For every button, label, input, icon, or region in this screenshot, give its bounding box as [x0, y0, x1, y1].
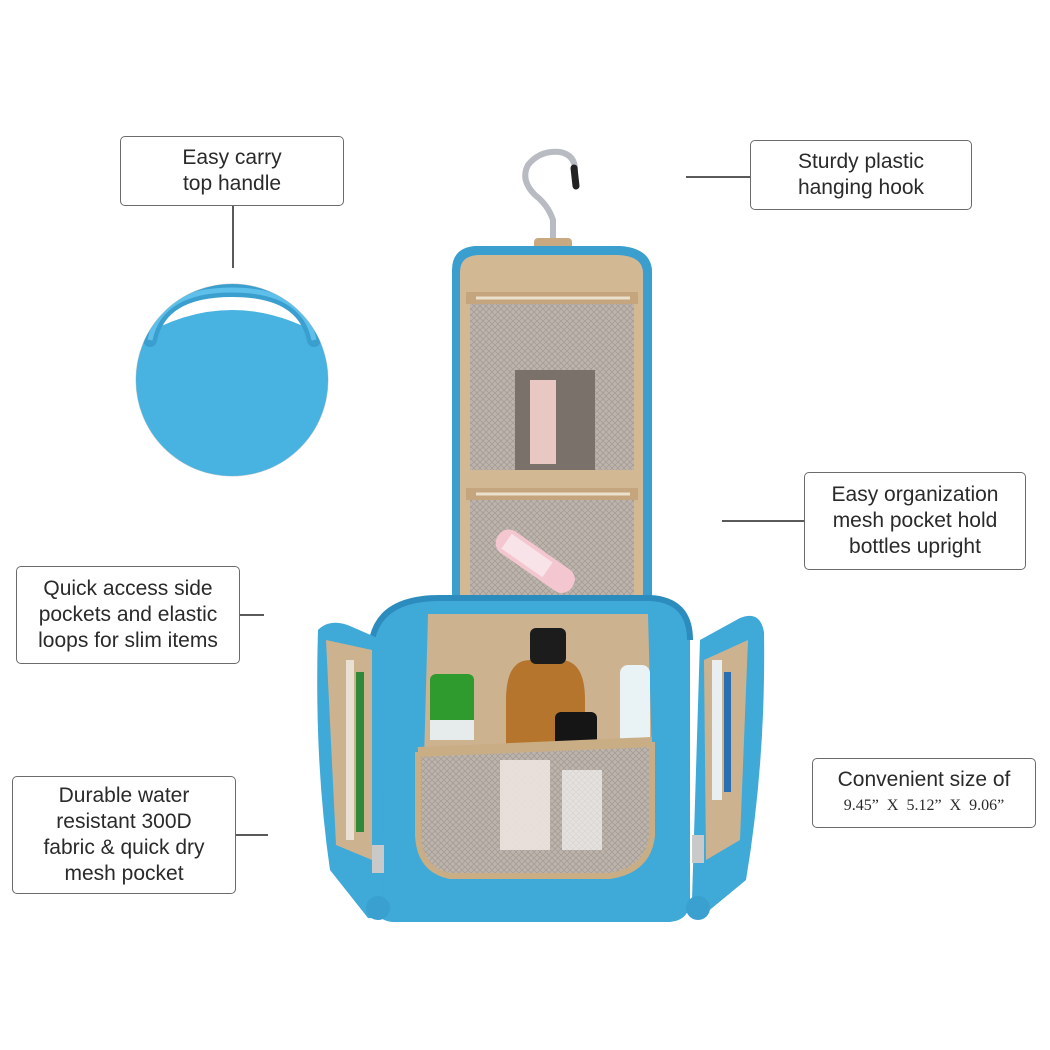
callout-easy-carry-handle: Easy carry top handle: [120, 136, 344, 206]
callout-text-line: mesh pocket hold: [832, 509, 998, 532]
leader-line-organization: [722, 520, 804, 522]
left-side-pocket: [317, 622, 390, 920]
size-dimensions: 9.45” X 5.12” X 9.06”: [843, 797, 1005, 814]
callout-side-pockets: Quick access side pockets and elastic lo…: [16, 566, 240, 664]
callout-text-line: top handle: [182, 172, 282, 195]
callout-text-line: resistant 300D: [56, 810, 192, 833]
callout-text-line: Convenient size of: [837, 768, 1011, 791]
callout-text-line: fabric & quick dry: [43, 836, 205, 859]
callout-text-line: bottles upright: [849, 535, 981, 558]
callout-text-line: Easy carry: [182, 146, 282, 169]
right-side-pocket: [686, 615, 765, 920]
callout-text-line: Quick access side: [43, 577, 213, 600]
callout-text-line: Sturdy plastic: [797, 150, 925, 173]
leader-line-durable: [236, 834, 268, 836]
bag-body: [369, 595, 693, 922]
handle-detail-circle: [135, 283, 329, 477]
callout-organization: Easy organization mesh pocket hold bottl…: [804, 472, 1026, 570]
leader-line-hook: [686, 176, 750, 178]
callout-size: Convenient size of 9.45” X 5.12” X 9.06”: [812, 758, 1036, 828]
callout-text-line: loops for slim items: [38, 629, 218, 652]
top-flap: [452, 246, 652, 620]
callout-text-line: Durable water: [58, 784, 190, 807]
callout-text-line: Easy organization: [831, 483, 999, 506]
callout-text-line: hanging hook: [797, 176, 925, 199]
callout-durable-fabric: Durable water resistant 300D fabric & qu…: [12, 776, 236, 894]
hanging-hook: [522, 148, 580, 258]
callout-text-line: pockets and elastic: [38, 603, 218, 626]
leader-line-handle: [232, 206, 234, 268]
callout-text-line: mesh pocket: [64, 862, 184, 885]
callout-hanging-hook: Sturdy plastic hanging hook: [750, 140, 972, 210]
leader-line-side-pockets: [240, 614, 264, 616]
